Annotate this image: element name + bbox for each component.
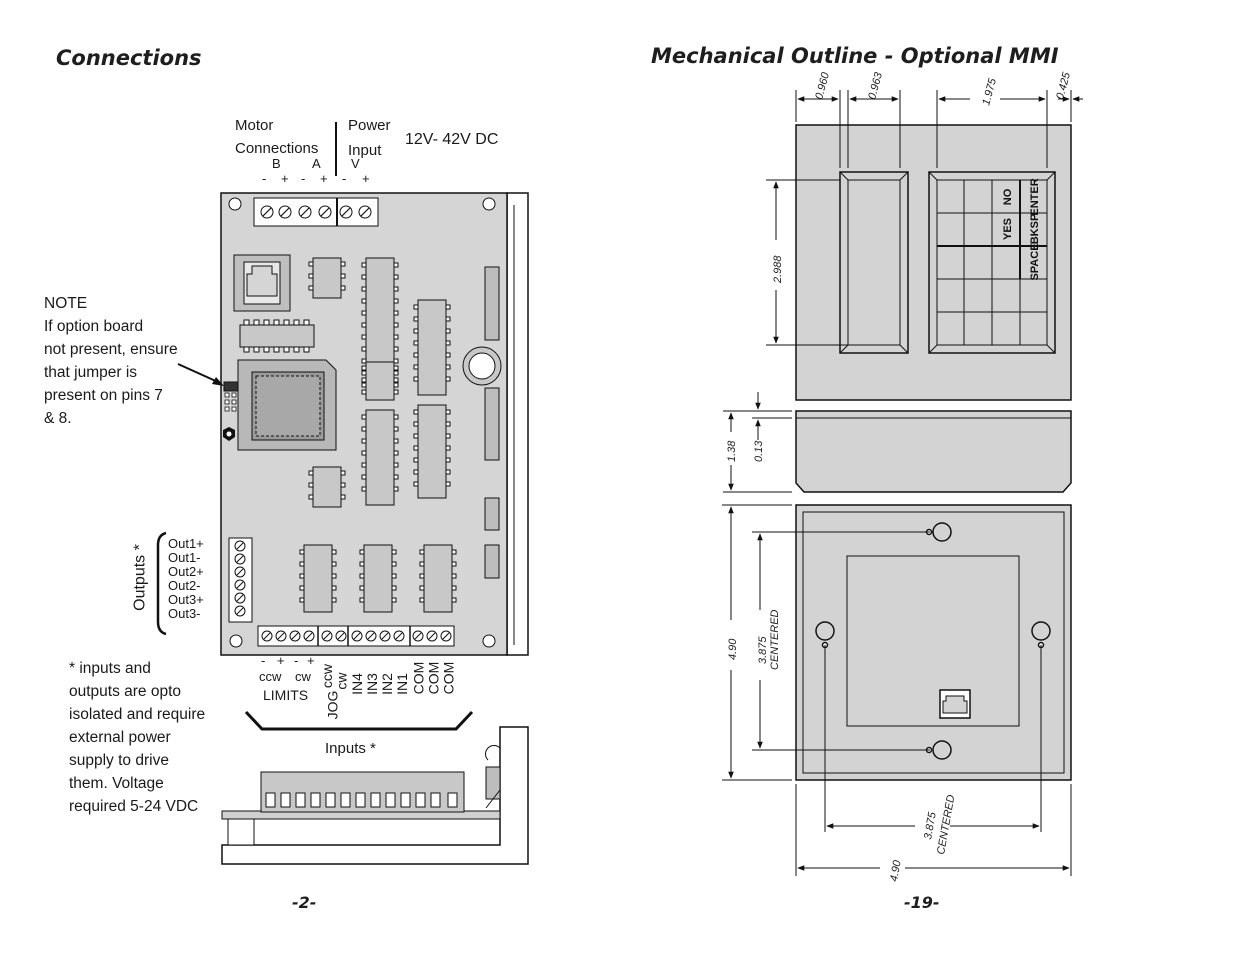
outputs-brace [156,531,167,636]
terminal-letter-b: B [272,156,281,171]
dim-3875-horizontal: 3.875 [922,810,939,840]
board-side-view [221,726,529,865]
dim-013: 0.13 [753,440,765,462]
keypad [928,171,1056,354]
output-3-plus: Out3+ [168,592,204,607]
footnote-line: external power [69,729,171,746]
note-line: present on pins 7 [44,387,163,404]
output-3-minus: Out3- [168,606,201,621]
footnote-line: supply to drive [69,752,169,769]
top-sign-3: - [301,171,306,186]
motor-power-divider [335,122,337,176]
lcd-height-dimension [766,179,848,346]
left-page-title: Connections [56,46,202,70]
power-label-2: Input [348,142,382,159]
dim-2988: 2.988 [772,255,784,284]
side-dimension-lines [723,392,792,493]
key-labels: NO ENTER YES BKSP SPACE [1002,178,1041,280]
left-page-number: -2- [292,893,317,912]
top-sign-2: + [281,171,289,186]
dim-centered-vertical: CENTERED [769,609,781,670]
dim-1975: 1.975 [980,76,999,107]
note-line: If option board [44,318,144,335]
back-dimension-lines [722,504,1072,876]
note-line: not present, ensure [44,341,178,358]
dim-0963: 0.963 [866,70,885,101]
mmi-side-view [795,410,1072,493]
rj-jack [939,689,971,719]
dim-138: 1.38 [726,440,738,462]
voltage-label: 12V- 42V DC [405,131,499,148]
output-1-minus: Out1- [168,550,201,565]
output-2-minus: Out2- [168,578,201,593]
key-space: SPACE [1029,243,1041,280]
footnote-line: required 5-24 VDC [69,798,199,815]
jumper-note: NOTE If option board not present, ensure… [44,292,178,430]
keyhole-mounts [815,522,1051,760]
key-bksp: BKSP [1029,214,1041,245]
footnote-line: * inputs and [69,660,151,677]
cw-label: cw [295,669,311,684]
dim-490-left: 4.90 [727,638,739,660]
bottom-sign-1: - [261,653,266,668]
note-line: NOTE [44,295,88,312]
key-enter: ENTER [1029,178,1041,215]
top-sign-4: + [320,171,328,186]
terminal-letter-a: A [312,156,321,171]
inputs-bracket [244,710,474,731]
output-2-plus: Out2+ [168,564,204,579]
top-dimension-lines [795,90,1083,168]
footnote-line: isolated and require [69,706,206,723]
key-yes: YES [1002,218,1014,240]
power-label-1: Power [348,117,391,134]
footnote-line: them. Voltage [69,775,164,792]
footnote-line: outputs are opto [69,683,182,700]
ccw-label: ccw [259,669,282,684]
bottom-sign-2: + [277,653,285,668]
dim-0425: 0.425 [1054,70,1073,101]
motor-label-1: Motor [235,117,274,134]
dim-3875-vertical: 3.875 [757,636,769,664]
key-no: NO [1002,188,1014,205]
terminal-letter-v: V [351,156,360,171]
limits-label: LIMITS [263,687,309,703]
output-1-plus: Out1+ [168,536,204,551]
top-sign-6: + [362,171,370,186]
bottom-sign-3: - [294,653,299,668]
note-line: & 8. [44,410,72,427]
top-sign-1: - [262,171,267,186]
dim-centered-horizontal: CENTERED [935,794,957,856]
right-page-number: -19- [904,893,940,912]
lcd-window [839,171,909,354]
right-page-title: Mechanical Outline - Optional MMI [651,44,1059,68]
footnote: * inputs and outputs are opto isolated a… [69,657,205,818]
back-recess [846,555,1020,727]
top-sign-5: - [342,171,347,186]
dim-490-bottom: 4.90 [888,858,904,882]
note-line: that jumper is [44,364,138,381]
motor-label-2: Connections [235,140,319,157]
circuit-board [177,192,529,656]
bottom-sign-4: + [307,653,315,668]
dim-0960: 0.960 [813,70,832,101]
inputs-label: Inputs * [325,740,376,757]
